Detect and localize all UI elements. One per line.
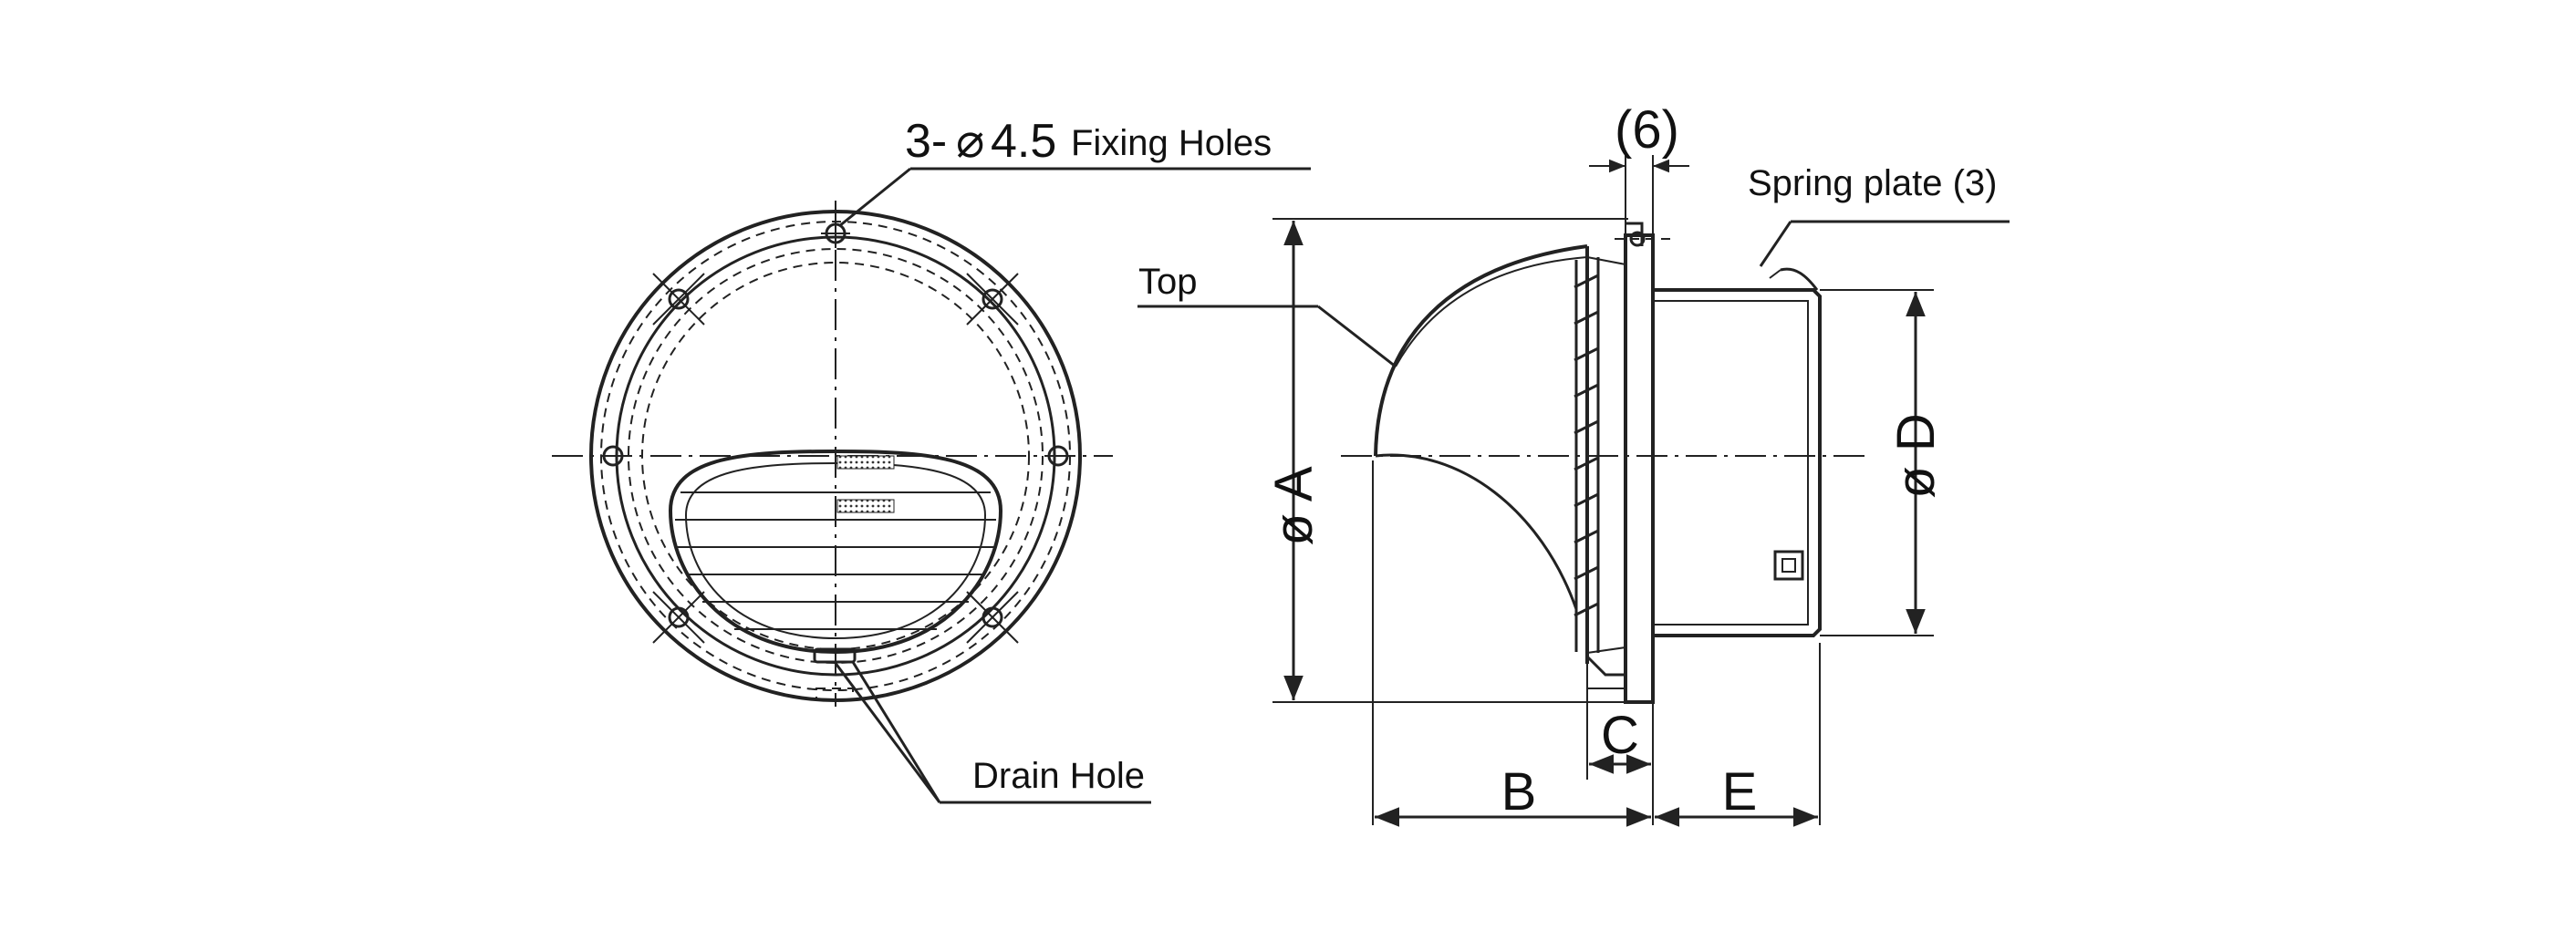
louvre-grille	[668, 449, 1003, 655]
fixing-hole-left	[602, 445, 624, 467]
dimension-A: ø A	[1264, 218, 1653, 703]
hood-inner-arc	[1395, 256, 1588, 367]
spring-plate-label: Spring plate (3)	[1748, 163, 1997, 203]
dimension-A-label: ø A	[1264, 466, 1324, 545]
duct-pipe	[1653, 288, 1822, 637]
fixing-hole-upper-left	[652, 273, 705, 326]
dimension-flange-thickness: (6)	[1589, 100, 1689, 235]
fixing-holes-size: 4.5	[991, 115, 1056, 168]
dimension-C-label: C	[1601, 706, 1639, 765]
drain-hole-callout: Drain Hole	[833, 661, 1151, 804]
fixing-holes-prefix: 3-	[905, 115, 947, 168]
flange-thickness-label: (6)	[1615, 100, 1679, 160]
dimension-C: C	[1586, 664, 1651, 780]
front-view: 3- ⌀ 4.5 Fixing Holes Drain Hole	[552, 115, 1311, 804]
dimension-E: E	[1655, 643, 1821, 827]
hood-bottom-curve	[1375, 453, 1578, 610]
inner-dashed-ring	[628, 248, 1044, 664]
dimension-D-label: ø D	[1886, 413, 1946, 498]
fixing-holes-callout: 3- ⌀ 4.5 Fixing Holes	[838, 115, 1311, 228]
louvre-fins-side	[1574, 274, 1599, 617]
fixing-hole-lower-left	[652, 591, 705, 644]
hood-top-arc	[1374, 244, 1588, 457]
mesh-patch-upper	[836, 455, 895, 470]
dimension-B: B	[1372, 460, 1654, 827]
dimension-E-label: E	[1722, 762, 1758, 822]
dimension-B-label: B	[1501, 762, 1537, 822]
mesh-patch-lower	[836, 499, 895, 513]
drain-hole-label: Drain Hole	[972, 756, 1145, 796]
spring-plate-clip	[1773, 550, 1804, 581]
diameter-symbol: ⌀	[956, 115, 984, 168]
top-label: Top	[1138, 262, 1198, 302]
fixing-hole-top	[821, 219, 850, 248]
side-view: Spring plate (3) Top (6) ø A	[1137, 100, 2010, 827]
dimension-D: ø D	[1820, 289, 1946, 636]
fixing-holes-label: Fixing Holes	[1071, 123, 1272, 163]
wall-flange	[1585, 222, 1671, 704]
top-callout: Top	[1137, 262, 1397, 368]
spring-plate: Spring plate (3)	[1748, 163, 2010, 291]
fixing-hole-upper-right	[966, 273, 1019, 326]
fixing-hole-right	[1047, 445, 1069, 467]
fixing-hole-lower-right	[966, 591, 1019, 644]
